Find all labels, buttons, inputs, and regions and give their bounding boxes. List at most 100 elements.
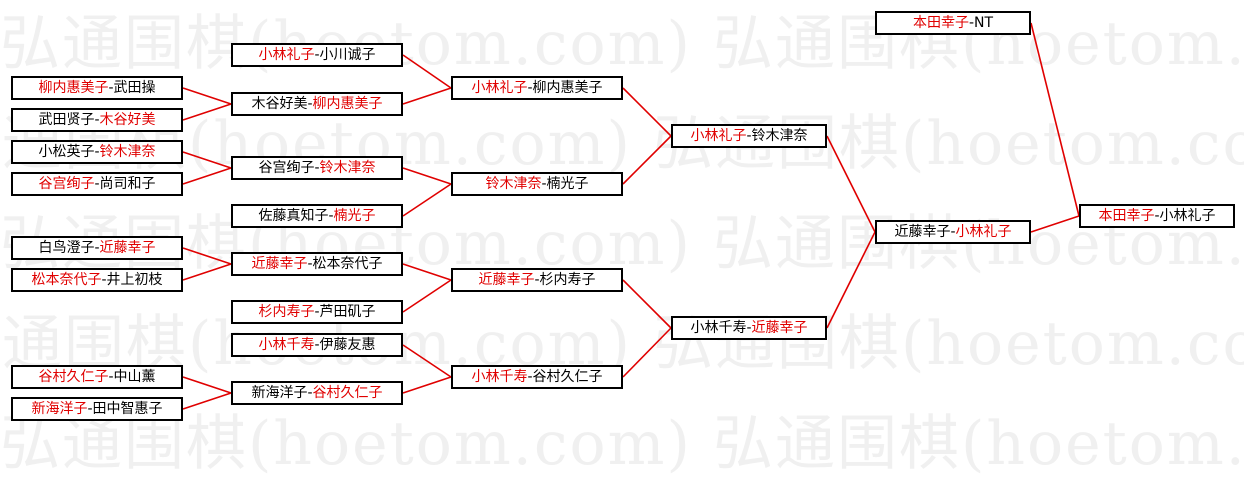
connector-r6m1-final [1030, 22, 1080, 217]
match-box-r1m5: 白鸟澄子-近藤幸子 [11, 236, 183, 260]
player-name: 田中智惠子 [92, 401, 163, 417]
player-name: 柳内惠美子 [532, 80, 603, 96]
player-name: 小松英子 [38, 144, 95, 160]
match-box-r4m1: 小林礼子-铃木津奈 [671, 124, 827, 148]
player-name: 柳内惠美子 [38, 80, 109, 96]
match-box-r3m1: 小林礼子-柳内惠美子 [451, 76, 623, 100]
player-name: 小林千寿 [258, 337, 315, 353]
match-box-r2m3: 谷宫绚子-铃木津奈 [231, 156, 403, 180]
player-name: 芦田矶子 [319, 304, 376, 320]
player-name: 近藤幸子 [751, 320, 808, 336]
match-box-r6m1: 本田幸子-NT [875, 11, 1031, 35]
player-name: NT [974, 15, 994, 31]
player-name: 本田幸子 [912, 15, 969, 31]
player-name: 近藤幸子 [99, 240, 156, 256]
player-name: 谷村久仁子 [38, 369, 109, 385]
player-name: 小林礼子 [690, 128, 747, 144]
match-box-r2m6: 杉内寿子-芦田矶子 [231, 300, 403, 324]
match-box-r3m4: 小林千寿-谷村久仁子 [451, 365, 623, 389]
connector-r2m6-r3m3 [402, 279, 452, 313]
connector-r2m7-r3m4 [402, 344, 452, 378]
player-name: 木谷好美 [99, 112, 156, 128]
connector-r1m1-r2m2 [182, 87, 232, 105]
match-box-r2m7: 小林千寿-伊藤友惠 [231, 333, 403, 357]
player-name: 本田幸子 [1098, 208, 1155, 224]
separator: - [101, 272, 107, 288]
connector-r4m1-r5m1 [826, 135, 876, 233]
separator: - [314, 47, 320, 63]
match-box-final: 本田幸子-小林礼子 [1079, 204, 1235, 228]
player-name: 小林礼子 [258, 47, 315, 63]
match-box-r1m6: 松本奈代子-井上初枝 [11, 268, 183, 292]
player-name: 松本奈代子 [312, 256, 383, 272]
match-box-r1m7: 谷村久仁子-中山薰 [11, 365, 183, 389]
match-box-r1m4: 谷宫绚子-尚司和子 [11, 172, 183, 196]
bracket-lines [182, 22, 1080, 410]
player-name: 谷村久仁子 [532, 369, 603, 385]
separator: - [328, 208, 334, 224]
separator: - [108, 369, 114, 385]
connector-r1m8-r2m8 [182, 392, 232, 410]
player-name: 谷宫绚子 [258, 160, 315, 176]
player-name: 小林礼子 [1159, 208, 1216, 224]
player-name: 中山薰 [113, 369, 156, 385]
player-name: 木谷好美 [251, 96, 308, 112]
connector-r3m1-r4m1 [622, 87, 672, 137]
player-name: 楠光子 [546, 176, 589, 192]
player-name: 楠光子 [333, 208, 376, 224]
separator: - [1154, 208, 1160, 224]
player-name: 谷宫绚子 [38, 176, 95, 192]
player-name: 杉内寿子 [539, 272, 596, 288]
connector-r2m2-r3m1 [402, 87, 452, 105]
separator: - [87, 401, 93, 417]
connector-r3m4-r4m2 [622, 327, 672, 378]
player-name: 近藤幸子 [894, 224, 951, 240]
match-box-r4m2: 小林千寿-近藤幸子 [671, 316, 827, 340]
separator: - [968, 15, 975, 31]
match-box-r1m1: 柳内惠美子-武田操 [11, 76, 183, 100]
player-name: 铃木津奈 [319, 160, 376, 176]
match-box-r5m1: 近藤幸子-小林礼子 [875, 220, 1031, 244]
connector-r3m3-r4m2 [622, 279, 672, 329]
player-name: 小林礼子 [955, 224, 1012, 240]
player-name: 柳内惠美子 [312, 96, 383, 112]
match-box-r2m2: 木谷好美-柳内惠美子 [231, 92, 403, 116]
player-name: 伊藤友惠 [319, 337, 376, 353]
player-name: 松本奈代子 [31, 272, 102, 288]
player-name: 新海洋子 [31, 401, 88, 417]
connector-r2m8-r3m4 [402, 376, 452, 394]
connector-r1m7-r2m8 [182, 376, 232, 394]
separator: - [527, 80, 533, 96]
connector-r1m3-r2m3 [182, 151, 232, 169]
player-name: 武田贤子 [38, 112, 95, 128]
connector-r2m5-r3m3 [402, 263, 452, 281]
connector-r2m3-r3m2 [402, 167, 452, 185]
separator: - [746, 320, 752, 336]
separator: - [307, 385, 313, 401]
player-name: 尚司和子 [99, 176, 156, 192]
separator: - [314, 337, 320, 353]
player-name: 小川诚子 [319, 47, 376, 63]
separator: - [527, 369, 533, 385]
separator: - [314, 304, 320, 320]
match-box-r3m3: 近藤幸子-杉内寿子 [451, 268, 623, 292]
separator: - [94, 240, 100, 256]
separator: - [307, 256, 313, 272]
player-name: 谷村久仁子 [312, 385, 383, 401]
separator: - [94, 144, 100, 160]
player-name: 武田操 [113, 80, 156, 96]
match-box-r3m2: 铃木津奈-楠光子 [451, 172, 623, 196]
player-name: 铃木津奈 [485, 176, 542, 192]
player-name: 小林千寿 [471, 369, 528, 385]
player-name: 近藤幸子 [478, 272, 535, 288]
match-box-r2m5: 近藤幸子-松本奈代子 [231, 252, 403, 276]
connector-r1m5-r2m5 [182, 247, 232, 265]
player-name: 近藤幸子 [251, 256, 308, 272]
player-name: 铃木津奈 [99, 144, 156, 160]
match-box-r2m1: 小林礼子-小川诚子 [231, 43, 403, 67]
separator: - [108, 80, 114, 96]
player-name: 井上初枝 [106, 272, 163, 288]
separator: - [94, 112, 100, 128]
player-name: 新海洋子 [251, 385, 308, 401]
separator: - [94, 176, 100, 192]
